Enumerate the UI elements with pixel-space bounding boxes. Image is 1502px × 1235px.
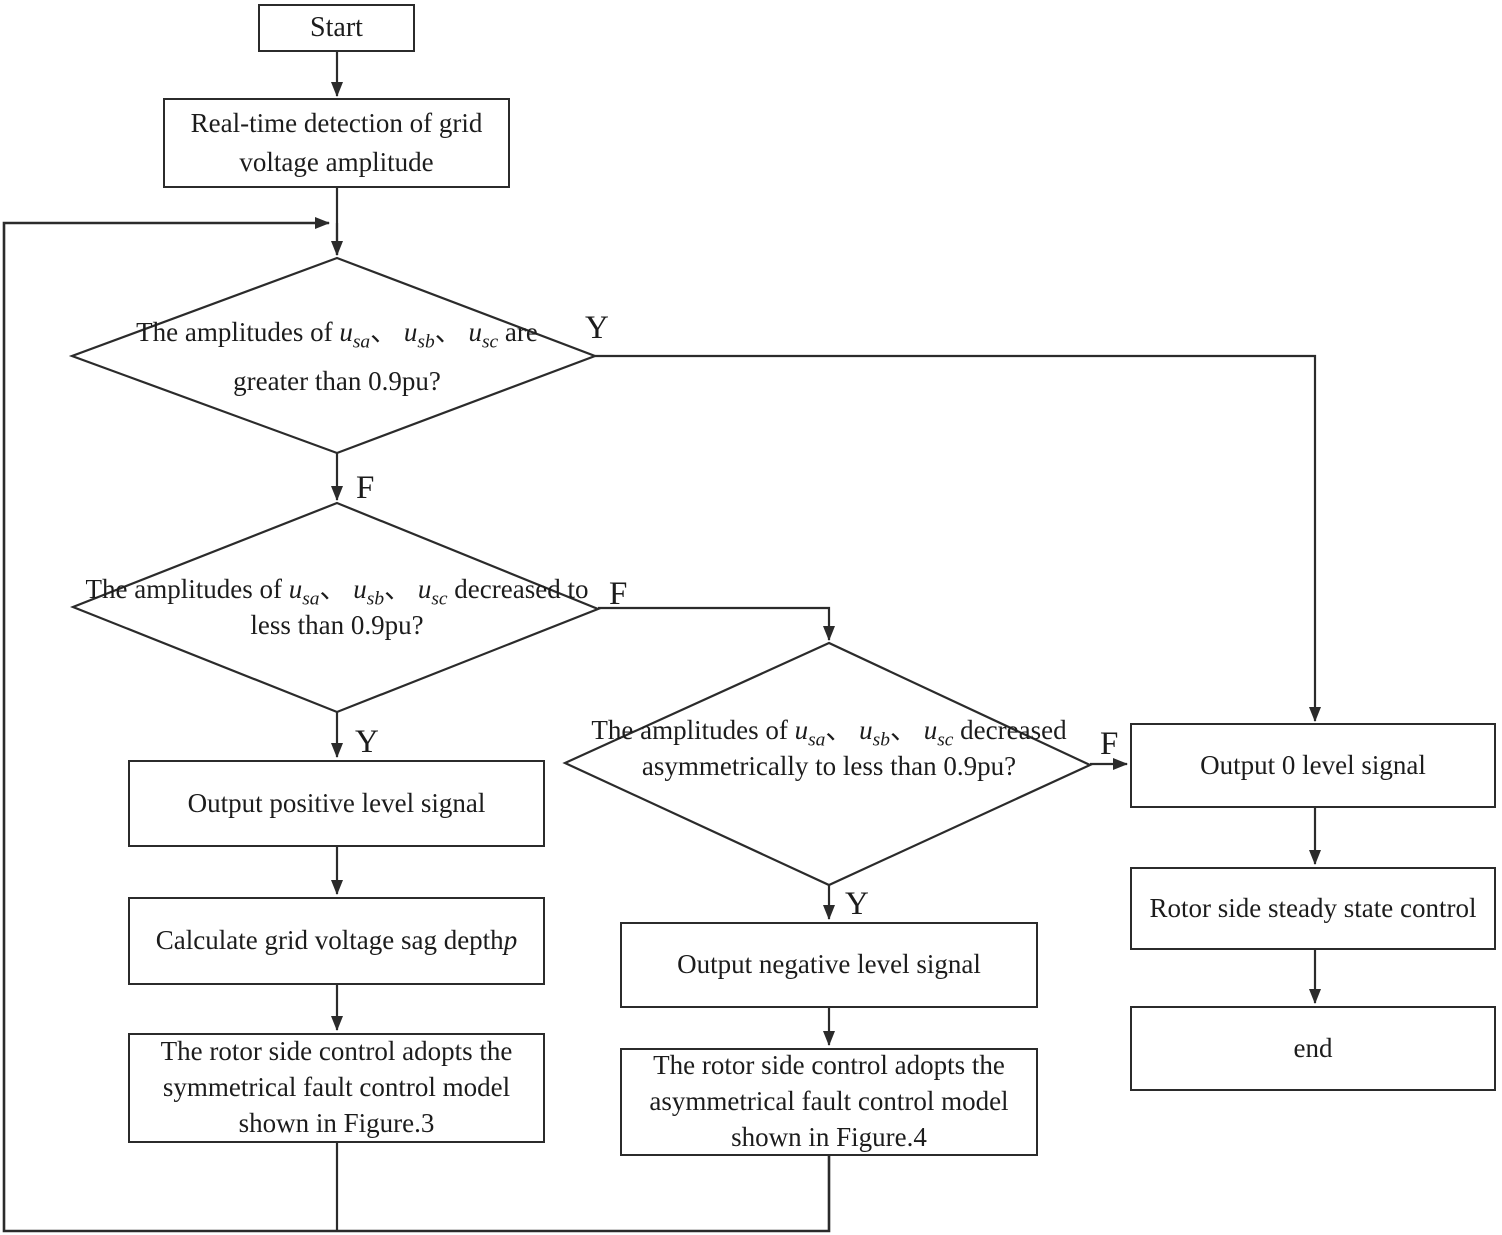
decision1-diamond [68, 256, 599, 455]
decision1-no-label: F [356, 470, 375, 506]
decision2-text: The amplitudes of usa、 usb、 usc decrease… [85, 574, 589, 640]
realtime-detection-node: Real-time detection of grid voltage ampl… [163, 98, 510, 188]
output-negative-node: Output negative level signal [620, 922, 1038, 1008]
decision3-yes-label: Y [845, 886, 869, 922]
start-node: Start [258, 4, 415, 52]
end-node: end [1130, 1006, 1496, 1091]
decision2-yes-label: Y [355, 724, 379, 760]
asymmetrical-fault-model-node: The rotor side control adopts the asymme… [620, 1048, 1038, 1156]
edge-decision2-false-to-decision3 [598, 606, 835, 641]
decision1-text: The amplitudes of usa、 usb、 usc are grea… [136, 317, 538, 396]
rotor-steady-state-node: Rotor side steady state control [1130, 867, 1496, 950]
decision3-text: The amplitudes of usa、 usb、 usc decrease… [591, 715, 1067, 781]
edge-decision1-yes-to-output-zero [595, 354, 1321, 722]
decision2-no-label: F [609, 576, 628, 612]
decision1-yes-label: Y [585, 310, 609, 346]
decision3-diamond [562, 641, 1093, 887]
edge-feedback-loop [2, 217, 831, 1233]
symmetrical-fault-model-node: The rotor side control adopts the symmet… [128, 1033, 545, 1143]
decision3-no-label: F [1100, 726, 1119, 762]
output-positive-node: Output positive level signal [128, 760, 545, 847]
output-zero-node: Output 0 level signal [1130, 723, 1496, 808]
decision2-diamond [70, 501, 601, 714]
calc-sag-depth-node: Calculate grid voltage sag depth p [128, 897, 545, 985]
